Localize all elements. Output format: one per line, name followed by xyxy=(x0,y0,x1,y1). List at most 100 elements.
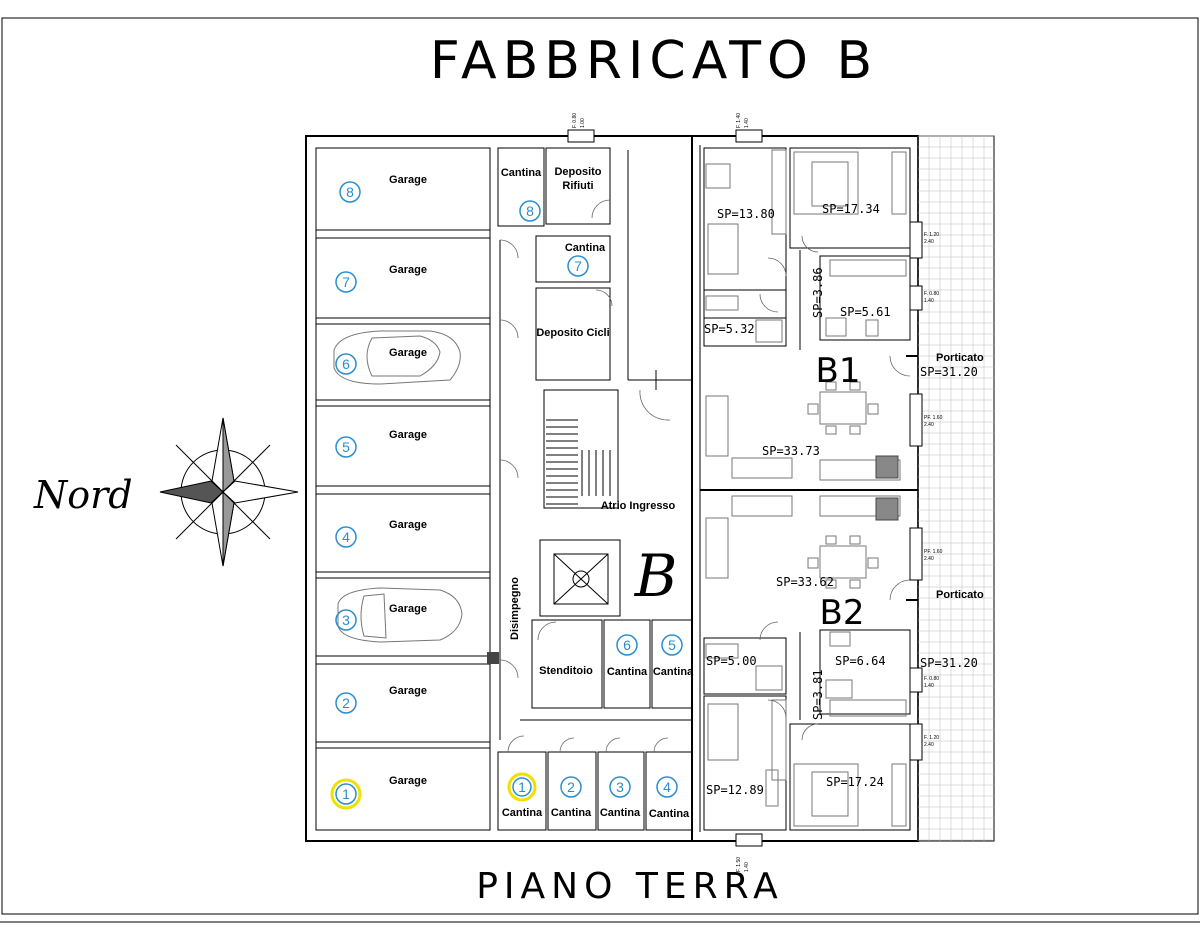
deposito-cicli-room xyxy=(535,287,611,381)
window-tag: F. 1.50 xyxy=(736,857,742,872)
cantina-label: Cantina xyxy=(565,242,606,254)
deposito-cicli-label: Deposito Cicli xyxy=(536,327,609,339)
garage-label: Garage xyxy=(389,519,427,531)
cantina-label: Cantina xyxy=(600,807,641,819)
garage-number-circle xyxy=(335,353,357,375)
garage-number-circle xyxy=(335,436,357,458)
window-openings xyxy=(567,129,923,847)
window-tag: F. 0.80 xyxy=(924,676,939,682)
garage-bay-4: Garage 4 xyxy=(315,493,491,573)
cantina-number-circle xyxy=(656,776,678,798)
garage-number: 1 xyxy=(342,786,350,802)
cantina-number: 8 xyxy=(526,203,534,219)
window-tag: PF. 1.60 xyxy=(924,415,943,421)
cantina-3-room xyxy=(597,751,645,831)
highlight-circle xyxy=(507,772,537,802)
garage-bay-1: Garage 1 xyxy=(315,747,491,831)
cantina-4-room xyxy=(645,751,693,831)
highlight-circle xyxy=(330,778,362,810)
area-label: SP=6.64 xyxy=(835,654,886,668)
deposito-rifiuti-label-1: Deposito xyxy=(554,166,601,178)
window-tag: 1.00 xyxy=(580,118,586,128)
stenditoio-room xyxy=(531,619,603,709)
garage-number: 8 xyxy=(346,184,354,200)
window-tag: 2.40 xyxy=(924,239,934,245)
garage-number: 3 xyxy=(342,612,350,628)
area-label: SP=12.89 xyxy=(706,783,764,797)
garage-bay-3: Garage 3 xyxy=(315,577,491,657)
garage-number: 6 xyxy=(342,356,350,372)
area-label: SP=17.24 xyxy=(826,775,884,789)
garage-number-circle xyxy=(335,271,357,293)
unit-b2-name: B2 xyxy=(820,593,865,633)
window-tag: PF. 1.60 xyxy=(924,549,943,555)
garage-bay-6: Garage 6 xyxy=(315,323,491,401)
area-label: SP=5.32 xyxy=(704,322,755,336)
cantina-label: Cantina xyxy=(607,666,648,678)
cantina-number-circle xyxy=(616,634,638,656)
garage-label: Garage xyxy=(389,174,427,186)
garage-number-circle xyxy=(335,609,357,631)
garage-number: 2 xyxy=(342,695,350,711)
window-tag: F. 1.20 xyxy=(924,232,939,238)
car-icon xyxy=(337,587,463,643)
cantina-number: 5 xyxy=(668,637,676,653)
garage-bay-2: Garage 2 xyxy=(315,663,491,743)
area-label: SP=3.81 xyxy=(811,669,825,720)
window-tag: 2.40 xyxy=(924,422,934,428)
garage-label: Garage xyxy=(389,685,427,697)
garage-bay-5: Garage 5 xyxy=(315,405,491,487)
building-outline xyxy=(305,135,919,842)
garage-number-circle xyxy=(335,692,357,714)
area-label: SP=17.34 xyxy=(822,202,880,216)
cantina-label: Cantina xyxy=(551,807,592,819)
window-tag: F. 0.80 xyxy=(572,113,578,128)
porticato-label: Porticato xyxy=(936,352,984,364)
north-label: Nord xyxy=(33,473,133,517)
atrio-label: Atrio Ingresso xyxy=(601,500,676,512)
window-tag: F. 0.80 xyxy=(924,291,939,297)
garage-number-circle xyxy=(339,181,361,203)
window-tag: 2.40 xyxy=(924,556,934,562)
area-label: SP=31.20 xyxy=(920,365,978,379)
cantina-8-room xyxy=(497,147,545,227)
garage-number: 4 xyxy=(342,529,350,545)
cantina-number-circle xyxy=(567,255,589,277)
central-services xyxy=(487,147,693,831)
garage-label: Garage xyxy=(389,347,427,359)
cantina-number: 1 xyxy=(518,779,526,795)
garage-column xyxy=(315,147,491,831)
cantina-5-room xyxy=(651,619,693,709)
building-letter: B xyxy=(634,542,678,610)
window-tag: 1.40 xyxy=(744,862,750,872)
cantina-1-room xyxy=(497,751,547,831)
plan-subtitle: PIANO TERRA xyxy=(476,866,784,907)
cantina-number: 3 xyxy=(616,779,624,795)
window-tag: 2.40 xyxy=(924,742,934,748)
cantina-number-circle xyxy=(609,776,631,798)
area-label: SP=31.20 xyxy=(920,656,978,670)
elevator-shaft xyxy=(539,539,621,617)
cantina-number-circle xyxy=(560,776,582,798)
cantina-6-room xyxy=(603,619,651,709)
garage-label: Garage xyxy=(389,775,427,787)
garage-number: 7 xyxy=(342,274,350,290)
cantina-number-circle xyxy=(512,777,532,797)
cantina-label: Cantina xyxy=(502,807,543,819)
area-label: SP=33.73 xyxy=(762,444,820,458)
area-label: SP=5.00 xyxy=(706,654,757,668)
garage-bay-7: Garage 7 xyxy=(315,237,491,319)
garage-label: Garage xyxy=(389,603,427,615)
staircase xyxy=(543,389,619,509)
cantina-label: Cantina xyxy=(653,666,694,678)
drawing-frame xyxy=(1,17,1199,915)
apartment-walls xyxy=(700,147,918,831)
stenditoio-label: Stenditoio xyxy=(539,665,593,677)
garage-bay-8: Garage 8 xyxy=(315,147,491,231)
porticato-label: Porticato xyxy=(936,589,984,601)
cantina-label: Cantina xyxy=(649,808,690,820)
area-label: SP=3.86 xyxy=(811,267,825,318)
north-arrow-icon xyxy=(159,417,299,567)
apartment-furniture xyxy=(705,149,911,827)
